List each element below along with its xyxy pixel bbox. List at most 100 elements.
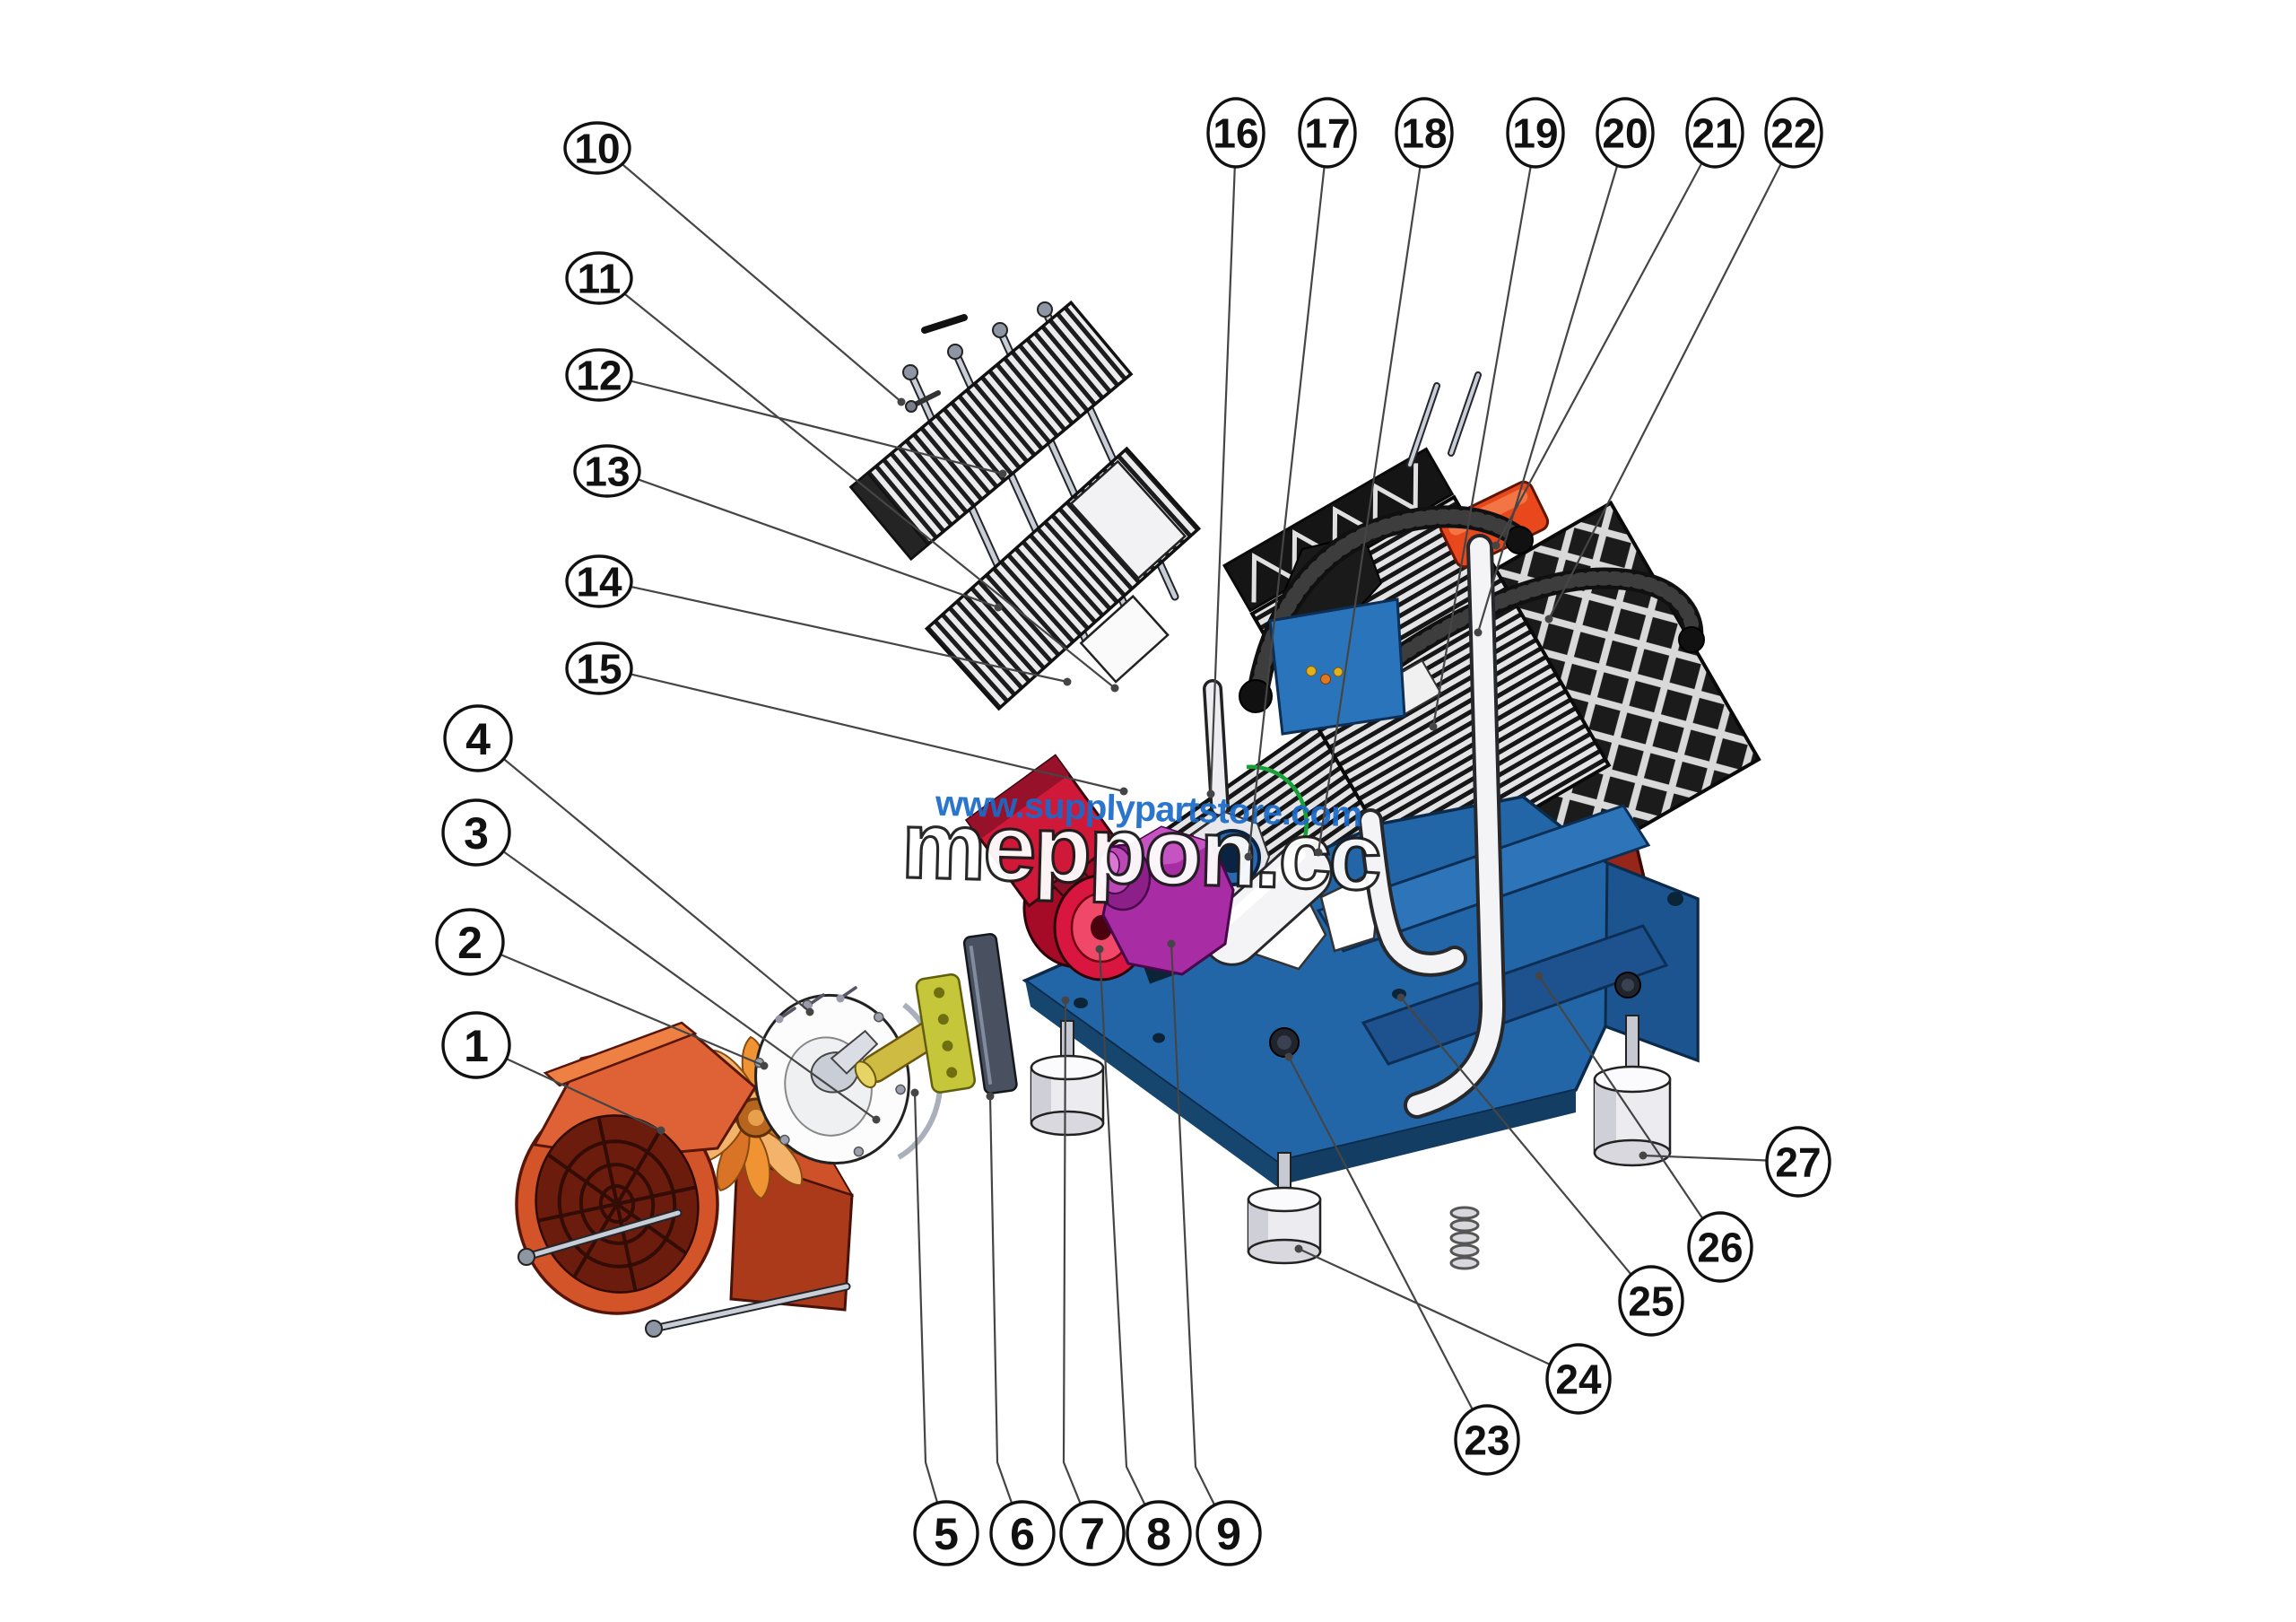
leader-endpoint <box>1061 996 1070 1005</box>
callout-bubble <box>1395 97 1454 169</box>
callout-number: 14 <box>576 559 622 606</box>
callout-number: 17 <box>1304 110 1350 157</box>
callout-number: 12 <box>576 353 622 399</box>
leader-line <box>1098 948 1146 1505</box>
callout-number: 7 <box>1080 1509 1105 1559</box>
discharge-pipe <box>1404 534 1507 1119</box>
fan-grille <box>535 1114 700 1294</box>
leader-line <box>1642 1154 1768 1162</box>
callout-8: 8 <box>1095 945 1192 1566</box>
callout-number: 1 <box>464 1021 489 1071</box>
leader-endpoint <box>1119 787 1128 796</box>
leader-line <box>1288 1056 1474 1410</box>
rubber-foot <box>1030 1020 1105 1137</box>
callout-bubble <box>435 908 505 976</box>
leader-line <box>1538 975 1704 1220</box>
leader-endpoint <box>872 1115 881 1124</box>
callout-2: 2 <box>435 908 769 1070</box>
cooler-assembly <box>848 300 1202 711</box>
leader-line <box>1476 165 1619 633</box>
aftercooler-lower <box>924 446 1202 711</box>
callout-number: 11 <box>578 256 622 302</box>
callout-number: 21 <box>1692 110 1737 157</box>
callout-bubble <box>1196 1500 1262 1566</box>
callout-bubble <box>1765 1126 1831 1198</box>
callout-number: 2 <box>457 918 483 968</box>
callout-bubble <box>1764 97 1823 169</box>
callout-9: 9 <box>1167 939 1262 1566</box>
callout-15: 15 <box>565 641 1128 796</box>
callout-27: 27 <box>1639 1126 1831 1198</box>
balancer-plate <box>915 973 976 1094</box>
leader-endpoint <box>1167 939 1176 948</box>
callout-bubble <box>1545 1343 1612 1415</box>
watermark-brand: meppon.cc <box>900 792 1381 911</box>
leader-endpoint <box>1544 615 1553 624</box>
leader-line <box>988 1095 1013 1504</box>
leader-endpoint <box>1284 1052 1293 1061</box>
callout-number: 19 <box>1512 110 1558 157</box>
cooler-screw <box>905 390 941 413</box>
callout-number: 13 <box>584 449 630 495</box>
leader-line <box>1247 166 1326 858</box>
leader-line <box>623 292 1116 689</box>
callout-10: 10 <box>563 121 906 406</box>
rubber-foot <box>1247 1152 1322 1265</box>
leader-endpoint <box>1110 684 1119 693</box>
leader-endpoint <box>1063 677 1072 686</box>
leader-endpoint <box>1314 848 1323 857</box>
callout-number: 26 <box>1697 1225 1743 1271</box>
callout-bubble <box>1618 1265 1684 1337</box>
callout-number: 5 <box>934 1509 959 1559</box>
callout-bubble <box>443 704 513 772</box>
callout-number: 3 <box>464 808 489 859</box>
leader-endpoint <box>1244 852 1253 861</box>
callout-19: 19 <box>1429 97 1565 731</box>
drain-spring <box>1449 1206 1480 1270</box>
callout-bubble <box>441 1011 511 1079</box>
callout-20: 20 <box>1474 97 1655 637</box>
callout-bubble <box>989 1500 1056 1566</box>
leader-endpoint <box>1639 1151 1648 1160</box>
callout-bubble <box>565 251 633 305</box>
callout-bubble <box>1059 1500 1126 1566</box>
callout-12: 12 <box>565 348 1007 478</box>
callout-13: 13 <box>573 444 1003 612</box>
leader-endpoint <box>897 397 906 406</box>
leader-line <box>1400 997 1632 1276</box>
leader-line <box>630 379 1004 475</box>
leader-line <box>500 953 765 1068</box>
leader-endpoint <box>1474 628 1483 637</box>
leader-line <box>502 850 877 1121</box>
callout-number: 4 <box>465 714 491 764</box>
callout-bubble <box>573 444 641 498</box>
aftercooler-upper <box>848 300 1134 562</box>
callout-1: 1 <box>441 1011 665 1135</box>
leader-endpoint <box>657 1126 665 1135</box>
callout-22: 22 <box>1544 97 1823 624</box>
callout-bubble <box>565 348 633 402</box>
callout-bubble <box>1454 1404 1520 1476</box>
outlet-pipe-front <box>1358 808 1467 977</box>
leader-line <box>913 1092 939 1504</box>
leader-line <box>637 478 999 609</box>
leader-line <box>1062 999 1082 1505</box>
leader-endpoint <box>1095 945 1104 954</box>
leader-endpoint <box>998 469 1007 478</box>
retainer-pin <box>921 314 968 334</box>
callout-23: 23 <box>1284 1052 1520 1476</box>
callout-bubble <box>1596 97 1655 169</box>
callout-number: 6 <box>1010 1509 1035 1559</box>
leader-endpoint <box>1535 972 1544 981</box>
leader-line <box>630 673 1125 793</box>
callout-number: 20 <box>1602 110 1648 157</box>
leader-line <box>1495 162 1703 546</box>
leader-line <box>506 1058 662 1131</box>
callout-21: 21 <box>1492 97 1744 550</box>
leader-endpoint <box>910 1088 919 1097</box>
callout-number: 18 <box>1401 110 1447 157</box>
head-studs <box>1406 371 1482 468</box>
cooler-bolt <box>902 301 1179 664</box>
